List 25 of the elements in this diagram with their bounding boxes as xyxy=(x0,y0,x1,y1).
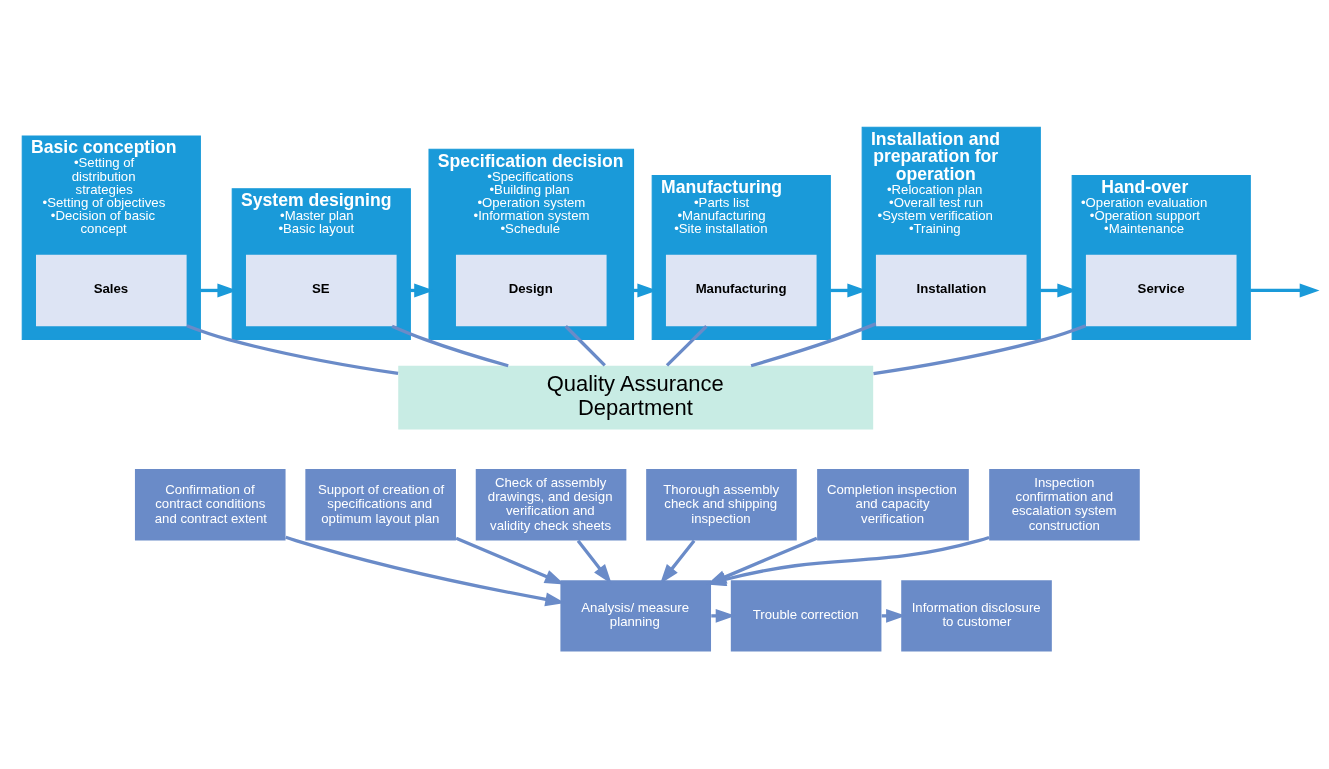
node-box: Installation xyxy=(875,254,1027,326)
arrow xyxy=(1250,283,1320,297)
connector xyxy=(750,321,877,367)
node-box: Design xyxy=(455,254,607,326)
node-box: Quality Assurance Department xyxy=(398,365,874,430)
connector xyxy=(391,324,509,367)
node-box: Support of creation of specifications and optimum layout plan xyxy=(305,468,456,541)
node-box: Trouble correction xyxy=(730,579,882,652)
node-box: Sales xyxy=(36,254,187,326)
node-box: Confirmation of contract conditions and contract extent xyxy=(134,468,286,541)
node-box: SE xyxy=(246,254,397,326)
arrow xyxy=(576,539,612,584)
connector xyxy=(186,323,399,375)
node-box: Service xyxy=(1085,254,1237,326)
node-box: Check of assembly drawings, and design verification and validity check sheets xyxy=(475,468,627,541)
connector xyxy=(665,324,708,367)
connector xyxy=(873,323,1087,375)
connector xyxy=(564,324,606,367)
arrow xyxy=(660,539,696,584)
node-box: Inspection confirmation and escalation system construction xyxy=(989,468,1140,541)
node-box: Manufacturing xyxy=(665,254,817,326)
node-box: Completion inspection and capacity verification xyxy=(817,468,969,541)
node-box: Thorough assembly check and shipping inspection xyxy=(646,468,797,541)
node-box: Information disclosure to customer xyxy=(901,579,1052,652)
node-box: Analysis/ measure planning xyxy=(560,579,712,652)
